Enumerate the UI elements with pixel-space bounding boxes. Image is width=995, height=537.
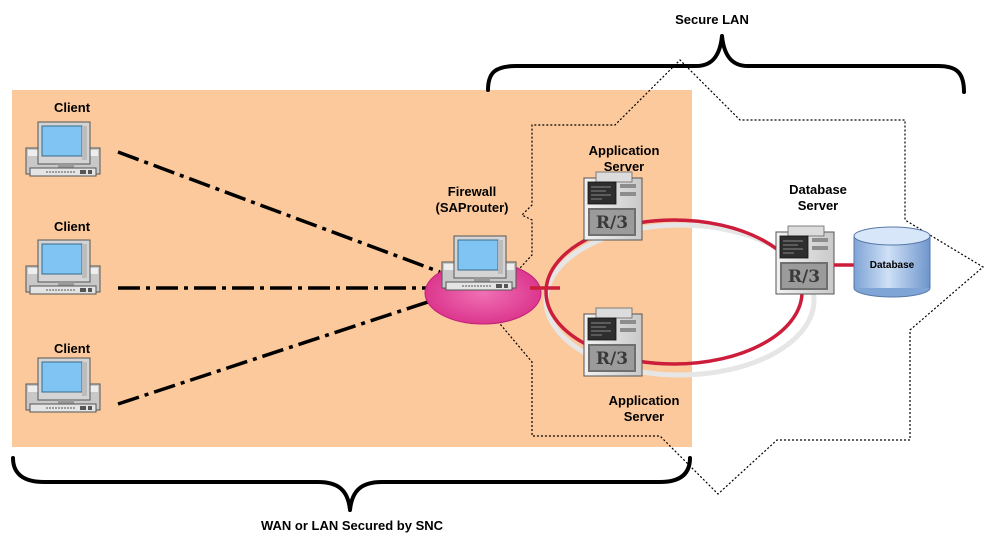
db-server-label-line2: Server [798,198,838,213]
wan-area [12,90,692,447]
database-label: Database [870,260,915,271]
db-server-icon [775,225,835,295]
app-server-bottom-label-line2: Server [624,409,664,424]
secure-lan-brace [486,34,966,94]
app-server-top-icon [583,171,643,241]
connection-client-3 [117,296,441,406]
app-server-top-label-line1: Application [589,143,660,158]
wan-brace [11,456,692,512]
client-2-label: Client [54,219,91,234]
firewall-label-line1: Firewall [448,184,496,199]
client-3-label: Client [54,341,91,356]
secure-lan-label: Secure LAN [675,12,749,27]
app-server-top-label-line2: Server [604,159,644,174]
client-1-label: Client [54,100,91,115]
secure-lan-boundary [484,59,985,495]
db-server-label-line1: Database [789,182,847,197]
app-server-bottom-icon [583,307,643,377]
wan-lan-label: WAN or LAN Secured by SNC [261,518,444,533]
database-cylinder-icon [853,226,931,298]
app-server-bottom-label-line1: Application [609,393,680,408]
connection-client-1 [117,150,441,274]
firewall-label-line2: (SAProuter) [436,200,509,215]
